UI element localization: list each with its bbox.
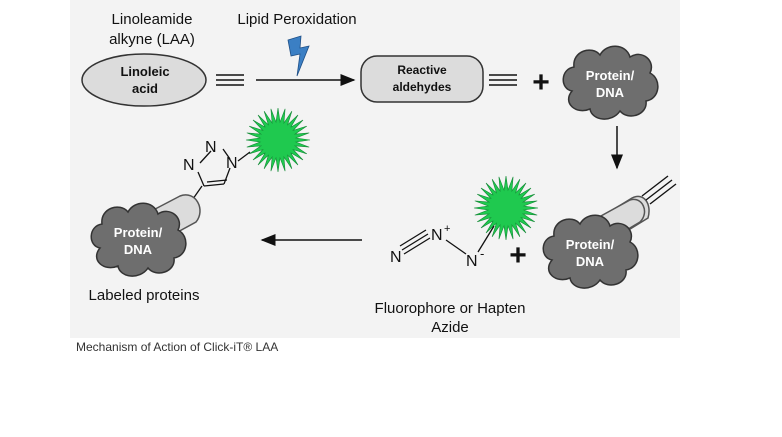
azide-plus: + [444,223,450,235]
protein-dna-cloud-right [542,214,639,289]
fluorophore-label-line2: Azide [431,319,469,336]
fluorophore-starburst-azide [473,175,539,241]
protein-left-line1: Protein/ [114,225,163,240]
azide-structure: N N + N - [390,223,495,270]
protein-dna-cloud-left [90,202,187,277]
lipid-peroxidation-label: Lipid Peroxidation [237,11,356,28]
plus-sign-2: + [509,239,527,272]
fluorophore-label-line1: Fluorophore or Hapten [375,300,526,317]
alkyne-triple-bond-1 [216,74,244,86]
labeled-proteins-label: Labeled proteins [89,287,200,304]
laa-label-line2: alkyne (LAA) [109,31,195,48]
linoleic-label-line1: Linoleic [120,64,169,79]
triazole-n3: N [226,155,238,172]
protein-dna-cloud-top [562,45,659,120]
alkyne-triple-bond-2 [489,74,517,86]
reactive-aldehydes-box: Reactive aldehydes [360,55,484,103]
fluorophore-starburst-labeled [245,107,311,173]
azide-n1: N [390,249,402,266]
triazole-n2: N [205,139,217,156]
protein-top-line2: DNA [596,85,625,100]
reactive-label-line1: Reactive [397,63,447,77]
azide-n3: N [466,253,478,270]
protein-right-line2: DNA [576,254,605,269]
azide-minus: - [480,246,484,261]
protein-right-line1: Protein/ [566,237,615,252]
linoleic-label-line2: acid [132,81,158,96]
protein-left-line2: DNA [124,242,153,257]
plus-sign-1: + [532,66,550,99]
triazole-n1: N [183,157,195,174]
linoleic-acid-ellipse: Linoleic acid [81,53,207,107]
lightning-bolt-icon [287,35,310,77]
azide-n2: N [431,227,443,244]
protein-top-line1: Protein/ [586,68,635,83]
figure-caption: Mechanism of Action of Click-iT® LAA [76,340,279,354]
laa-label-line1: Linoleamide [112,11,193,28]
reactive-label-line2: aldehydes [393,80,452,94]
